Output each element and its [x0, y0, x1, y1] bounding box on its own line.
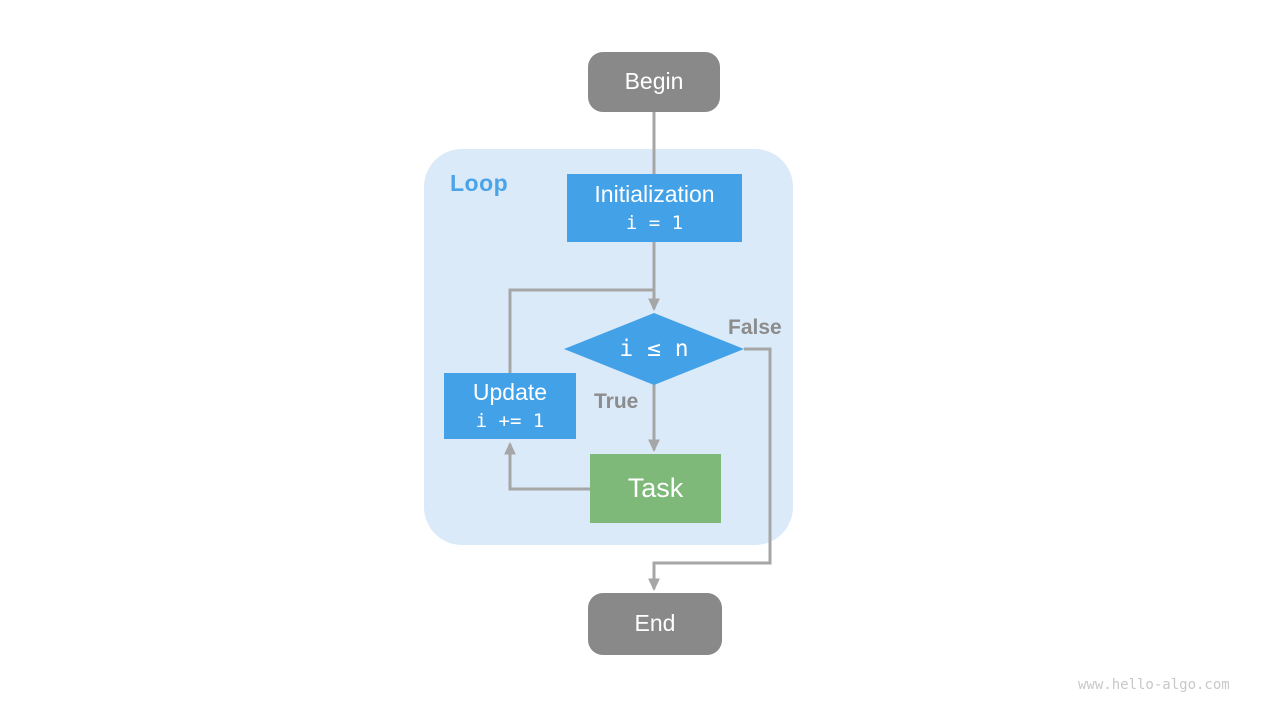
edge-task-to-update	[504, 441, 590, 491]
node-initialization: Initialization i = 1	[567, 174, 742, 242]
edge-label-false: False	[728, 316, 782, 339]
node-end-label: End	[634, 610, 676, 637]
node-end: End	[588, 593, 722, 655]
node-begin-label: Begin	[624, 68, 684, 95]
node-task: Task	[590, 454, 721, 523]
edge-condition-false-to-end	[648, 347, 772, 592]
condition-diamond	[564, 313, 744, 385]
edge-label-true: True	[594, 390, 639, 413]
watermark-text: www.hello-algo.com	[1078, 677, 1230, 693]
node-task-label: Task	[627, 473, 684, 504]
node-update-code: i += 1	[475, 409, 545, 432]
node-begin: Begin	[588, 52, 720, 112]
node-initialization-code: i = 1	[625, 211, 684, 234]
loop-group-label: Loop	[450, 170, 509, 196]
node-update-label: Update	[472, 379, 548, 406]
node-initialization-label: Initialization	[594, 181, 715, 208]
node-update: Update i += 1	[444, 373, 576, 439]
condition-label: i ≤ n	[619, 336, 689, 362]
edge-update-loopback	[508, 288, 655, 374]
